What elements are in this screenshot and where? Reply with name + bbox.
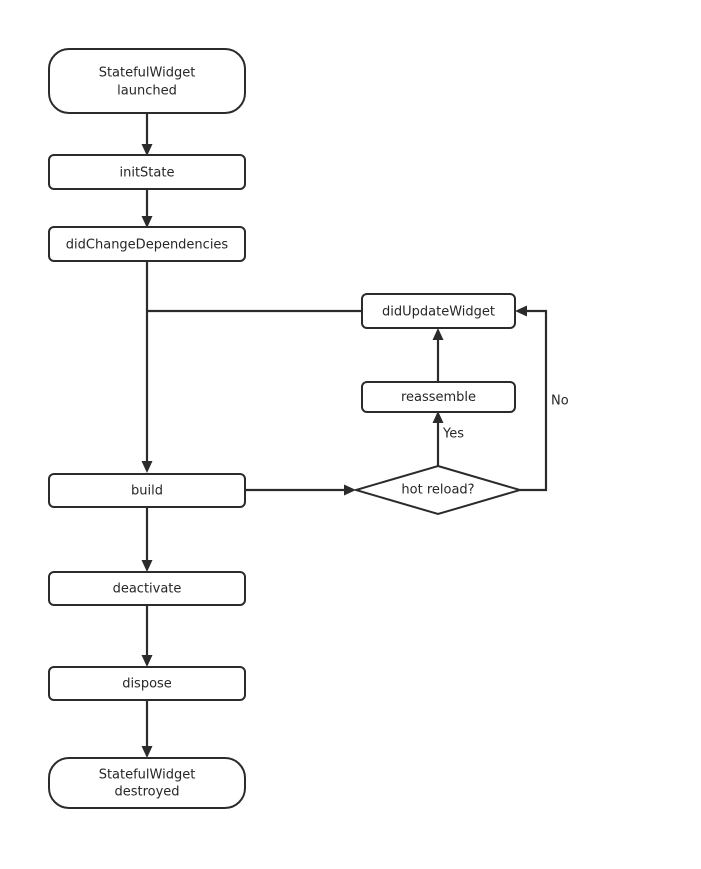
node-hotreload-label: hot reload? [401, 483, 474, 498]
arrow-head-icon [432, 411, 444, 423]
node-shape-rectangle[interactable] [48, 226, 246, 262]
node-shape-rectangle[interactable] [48, 666, 246, 701]
edge-build-to-hotreload [245, 484, 356, 496]
node-didupdatewidget-label: didUpdateWidget [382, 305, 495, 320]
node-shape-rectangle[interactable] [48, 571, 246, 606]
node-group: StatefulWidget launched initState didCha… [48, 48, 524, 809]
arrow-head-icon [432, 328, 444, 340]
node-didupdatewidget[interactable]: didUpdateWidget [361, 293, 516, 329]
arrow-head-icon [141, 216, 153, 228]
edge-label-group: Yes No [442, 394, 569, 442]
node-shape-rectangle[interactable] [48, 154, 246, 190]
arrow-head-icon [141, 461, 153, 473]
edge-hotreload-to-reassemble [432, 411, 444, 466]
arrow-head-icon [141, 144, 153, 156]
arrow-head-icon [515, 305, 527, 317]
node-reassemble[interactable]: reassemble [361, 381, 516, 413]
node-reassemble-label: reassemble [401, 390, 476, 405]
arrow-head-icon [344, 484, 356, 496]
node-dispose-label: dispose [122, 677, 172, 692]
node-deactivate-label: deactivate [113, 582, 182, 597]
node-dispose[interactable]: dispose [48, 666, 246, 701]
node-shape-decision[interactable] [352, 464, 524, 516]
node-shape-terminal[interactable] [48, 757, 246, 809]
arrow-head-icon [141, 655, 153, 667]
node-start[interactable]: StatefulWidget launched [48, 48, 246, 114]
node-build[interactable]: build [48, 473, 246, 508]
edge-reassemble-to-didupdatewidget [432, 328, 444, 382]
edge-dispose-to-end [141, 700, 153, 758]
edge-hotreload-to-didupdatewidget-no [515, 305, 548, 492]
node-initstate-label: initState [120, 166, 175, 181]
node-deactivate[interactable]: deactivate [48, 571, 246, 606]
node-start-label-line1: StatefulWidget [99, 66, 196, 81]
node-shape-rectangle[interactable] [361, 293, 516, 329]
node-end[interactable]: StatefulWidget destroyed [48, 757, 246, 809]
node-shape-rectangle[interactable] [48, 473, 246, 508]
node-start-label-line2: launched [117, 84, 177, 99]
edge-line [520, 309, 548, 492]
edge-didchangedependencies-to-build [141, 261, 153, 473]
node-shape-rectangle[interactable] [361, 381, 516, 413]
edge-label-yes: Yes [442, 427, 464, 442]
edge-label-no: No [551, 394, 569, 409]
node-hotreload[interactable]: hot reload? [352, 464, 524, 516]
edge-build-to-deactivate [141, 507, 153, 572]
node-build-label: build [131, 484, 163, 499]
edge-group [141, 113, 548, 758]
edge-start-to-initstate [141, 113, 153, 156]
edge-deactivate-to-dispose [141, 605, 153, 667]
node-initstate[interactable]: initState [48, 154, 246, 190]
node-end-label-line2: destroyed [114, 785, 179, 800]
arrow-head-icon [141, 746, 153, 758]
node-end-label-line1: StatefulWidget [99, 768, 196, 783]
edge-initstate-to-didchangedependencies [141, 189, 153, 228]
node-shape-terminal[interactable] [48, 48, 246, 114]
arrow-head-icon [141, 560, 153, 572]
node-didchangedependencies[interactable]: didChangeDependencies [48, 226, 246, 262]
node-didchangedependencies-label: didChangeDependencies [66, 238, 229, 253]
